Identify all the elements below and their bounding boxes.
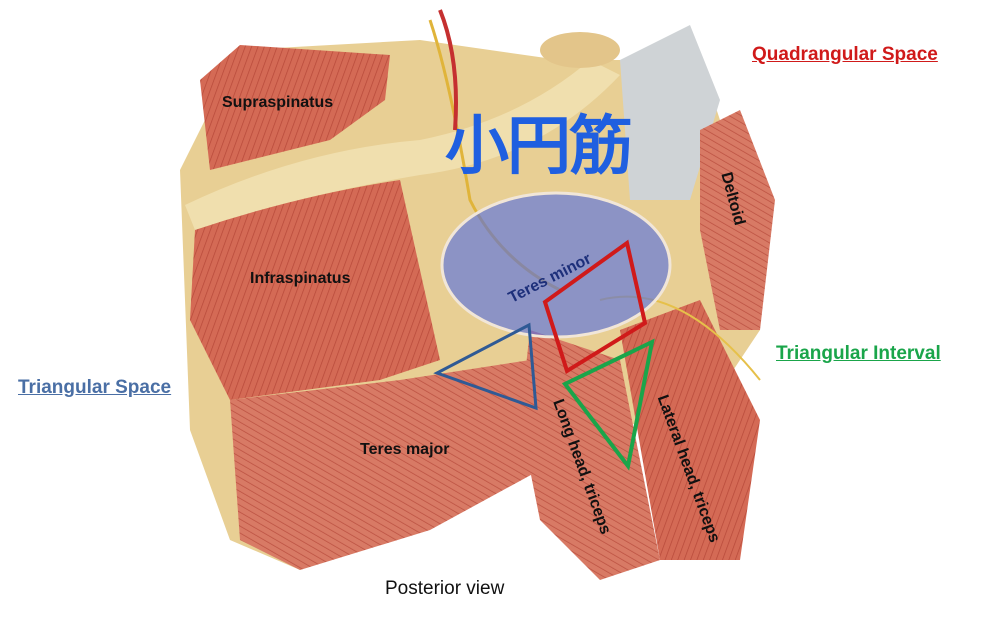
label-teres-major: Teres major bbox=[360, 441, 450, 458]
quadrangular-space-outline bbox=[542, 239, 648, 375]
triangular-interval-label: Triangular Interval bbox=[776, 343, 941, 364]
acromion bbox=[540, 32, 620, 68]
teres-major-muscle bbox=[230, 360, 540, 570]
infraspinatus-muscle bbox=[190, 180, 440, 400]
scapular-spine bbox=[185, 60, 620, 230]
quadrangular-space-label: Quadrangular Space bbox=[752, 44, 938, 65]
label-supraspinatus: Supraspinatus bbox=[222, 94, 334, 111]
joint-capsule bbox=[620, 25, 720, 200]
artery bbox=[438, 9, 458, 131]
triangular-space-outline bbox=[433, 322, 538, 411]
triceps-lateral-head bbox=[620, 300, 760, 560]
title-jp: 小円筋 bbox=[445, 110, 633, 184]
triangular-interval-outline bbox=[561, 338, 655, 471]
label-infraspinatus: Infraspinatus bbox=[250, 270, 351, 287]
deltoid-muscle bbox=[700, 110, 775, 330]
triangular-space-label: Triangular Space bbox=[18, 377, 172, 398]
triceps-long-head bbox=[520, 330, 660, 580]
supraspinatus-muscle bbox=[200, 45, 390, 170]
caption: Posterior view bbox=[385, 578, 505, 599]
